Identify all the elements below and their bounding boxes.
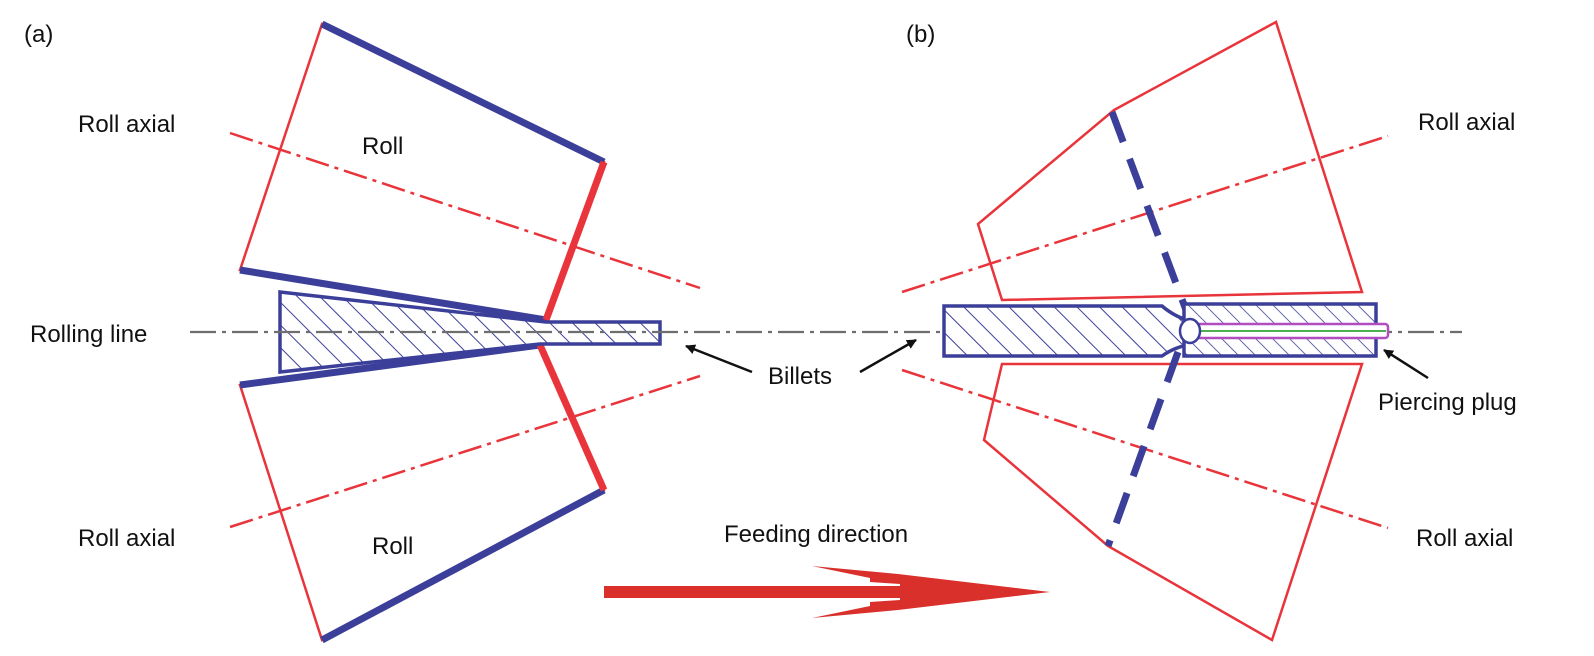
roll-a-top-edge-inner bbox=[239, 266, 547, 324]
rolling-line-label: Rolling line bbox=[30, 321, 147, 348]
roll-a-top-axis bbox=[229, 131, 701, 290]
feeding-direction-label: Feeding direction bbox=[724, 521, 908, 548]
panel-b bbox=[901, 20, 1390, 642]
roll-a-bottom-edge-outer bbox=[320, 486, 606, 644]
roll-axial-a-top-label: Roll axial bbox=[78, 111, 175, 138]
billet-b-solid bbox=[942, 304, 1196, 358]
billets-label: Billets bbox=[768, 363, 832, 390]
roll-axial-b-bottom-label: Roll axial bbox=[1416, 525, 1513, 552]
roll-a-top-face bbox=[542, 160, 608, 322]
billet-a bbox=[278, 290, 662, 374]
roll-a-bottom-face bbox=[536, 343, 608, 492]
panel-a-label: (a) bbox=[24, 21, 53, 48]
roll-axial-a-bottom-label: Roll axial bbox=[78, 525, 175, 552]
piercing-plug-arrow bbox=[1383, 348, 1429, 380]
roll-axial-b-top-label: Roll axial bbox=[1418, 109, 1515, 136]
roll-a-bottom-outline bbox=[238, 343, 606, 642]
piercing-plug-label: Piercing plug bbox=[1378, 389, 1517, 416]
roll-b-top-axis bbox=[901, 134, 1389, 294]
roll-a-top-edge-outer bbox=[320, 20, 606, 166]
panel-a bbox=[229, 20, 701, 644]
feed-arrow bbox=[604, 566, 1050, 618]
roll-a-bottom-edge-inner bbox=[239, 341, 541, 389]
roll-b-gorge-bottom bbox=[1104, 350, 1182, 548]
billets-arrow-left bbox=[685, 344, 753, 374]
roll-b-gorge-top bbox=[1108, 110, 1190, 312]
panel-b-label: (b) bbox=[906, 21, 935, 48]
roll-a-top-label: Roll bbox=[362, 133, 403, 160]
roll-a-bottom-label: Roll bbox=[372, 533, 413, 560]
roll-a-bottom-axis bbox=[229, 374, 701, 529]
billets-arrow-right bbox=[859, 338, 917, 374]
roll-b-bottom-outline bbox=[982, 362, 1364, 642]
roll-b-top-outline bbox=[976, 20, 1364, 302]
piercing-plug-nose bbox=[1178, 317, 1202, 345]
